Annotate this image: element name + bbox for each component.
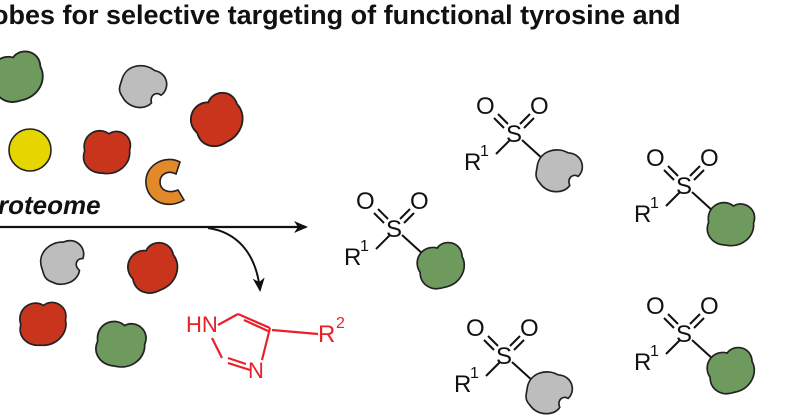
oxygen-label: O bbox=[530, 93, 549, 120]
red-protein-icon bbox=[16, 298, 69, 349]
yellow-ball-icon bbox=[8, 128, 52, 172]
green-protein-icon bbox=[702, 196, 759, 252]
r1-label: R bbox=[454, 371, 471, 398]
sulfur-label: S bbox=[676, 321, 692, 348]
proteome-label: roteome bbox=[0, 190, 101, 220]
green-protein-icon bbox=[703, 344, 759, 398]
gray-protein-icon bbox=[531, 145, 586, 198]
orange-protein-icon bbox=[145, 158, 186, 206]
imidazole-leaving-group: HN N R 2 bbox=[186, 312, 345, 383]
r1-label: R bbox=[634, 201, 651, 228]
r1-label: R bbox=[464, 149, 481, 176]
imidazole-n: N bbox=[248, 358, 264, 383]
r1-superscript: 1 bbox=[650, 195, 659, 212]
r1-superscript: 1 bbox=[360, 238, 369, 255]
figure-title-text: obes for selective targeting of function… bbox=[0, 0, 681, 30]
r1-superscript: 1 bbox=[480, 143, 489, 160]
oxygen-label: O bbox=[356, 188, 375, 215]
sulfur-label: S bbox=[676, 173, 692, 200]
red-protein-icon bbox=[78, 125, 135, 179]
gray-protein-icon bbox=[35, 235, 92, 290]
oxygen-label: O bbox=[410, 188, 429, 215]
oxygen-label: O bbox=[646, 145, 665, 172]
oxygen-label: O bbox=[466, 315, 485, 342]
sulfur-label: S bbox=[506, 121, 522, 148]
sulfur-label: S bbox=[386, 216, 402, 243]
r1-superscript: 1 bbox=[650, 343, 659, 360]
imidazole-r-sup: 2 bbox=[336, 315, 345, 332]
oxygen-label: O bbox=[646, 293, 665, 320]
release-arrow bbox=[207, 227, 265, 292]
figure-title: obes for selective targeting of function… bbox=[0, 0, 800, 34]
r1-superscript: 1 bbox=[470, 365, 479, 382]
gray-protein-icon bbox=[113, 59, 172, 116]
green-protein-icon bbox=[413, 239, 469, 293]
green-protein-icon bbox=[90, 314, 151, 374]
r1-label: R bbox=[634, 349, 651, 376]
proteome-pool bbox=[0, 47, 252, 374]
imidazole-r: R bbox=[318, 321, 335, 348]
oxygen-label: O bbox=[700, 293, 719, 320]
r1-label: R bbox=[344, 244, 361, 271]
oxygen-label: O bbox=[700, 145, 719, 172]
gray-protein-icon bbox=[521, 367, 576, 419]
green-protein-icon bbox=[0, 47, 48, 107]
imidazole-nh: HN bbox=[186, 312, 218, 337]
oxygen-label: O bbox=[476, 93, 495, 120]
oxygen-label: O bbox=[520, 315, 539, 342]
red-protein-icon bbox=[121, 237, 185, 300]
sulfur-label: S bbox=[496, 343, 512, 370]
red-protein-icon bbox=[183, 86, 252, 154]
